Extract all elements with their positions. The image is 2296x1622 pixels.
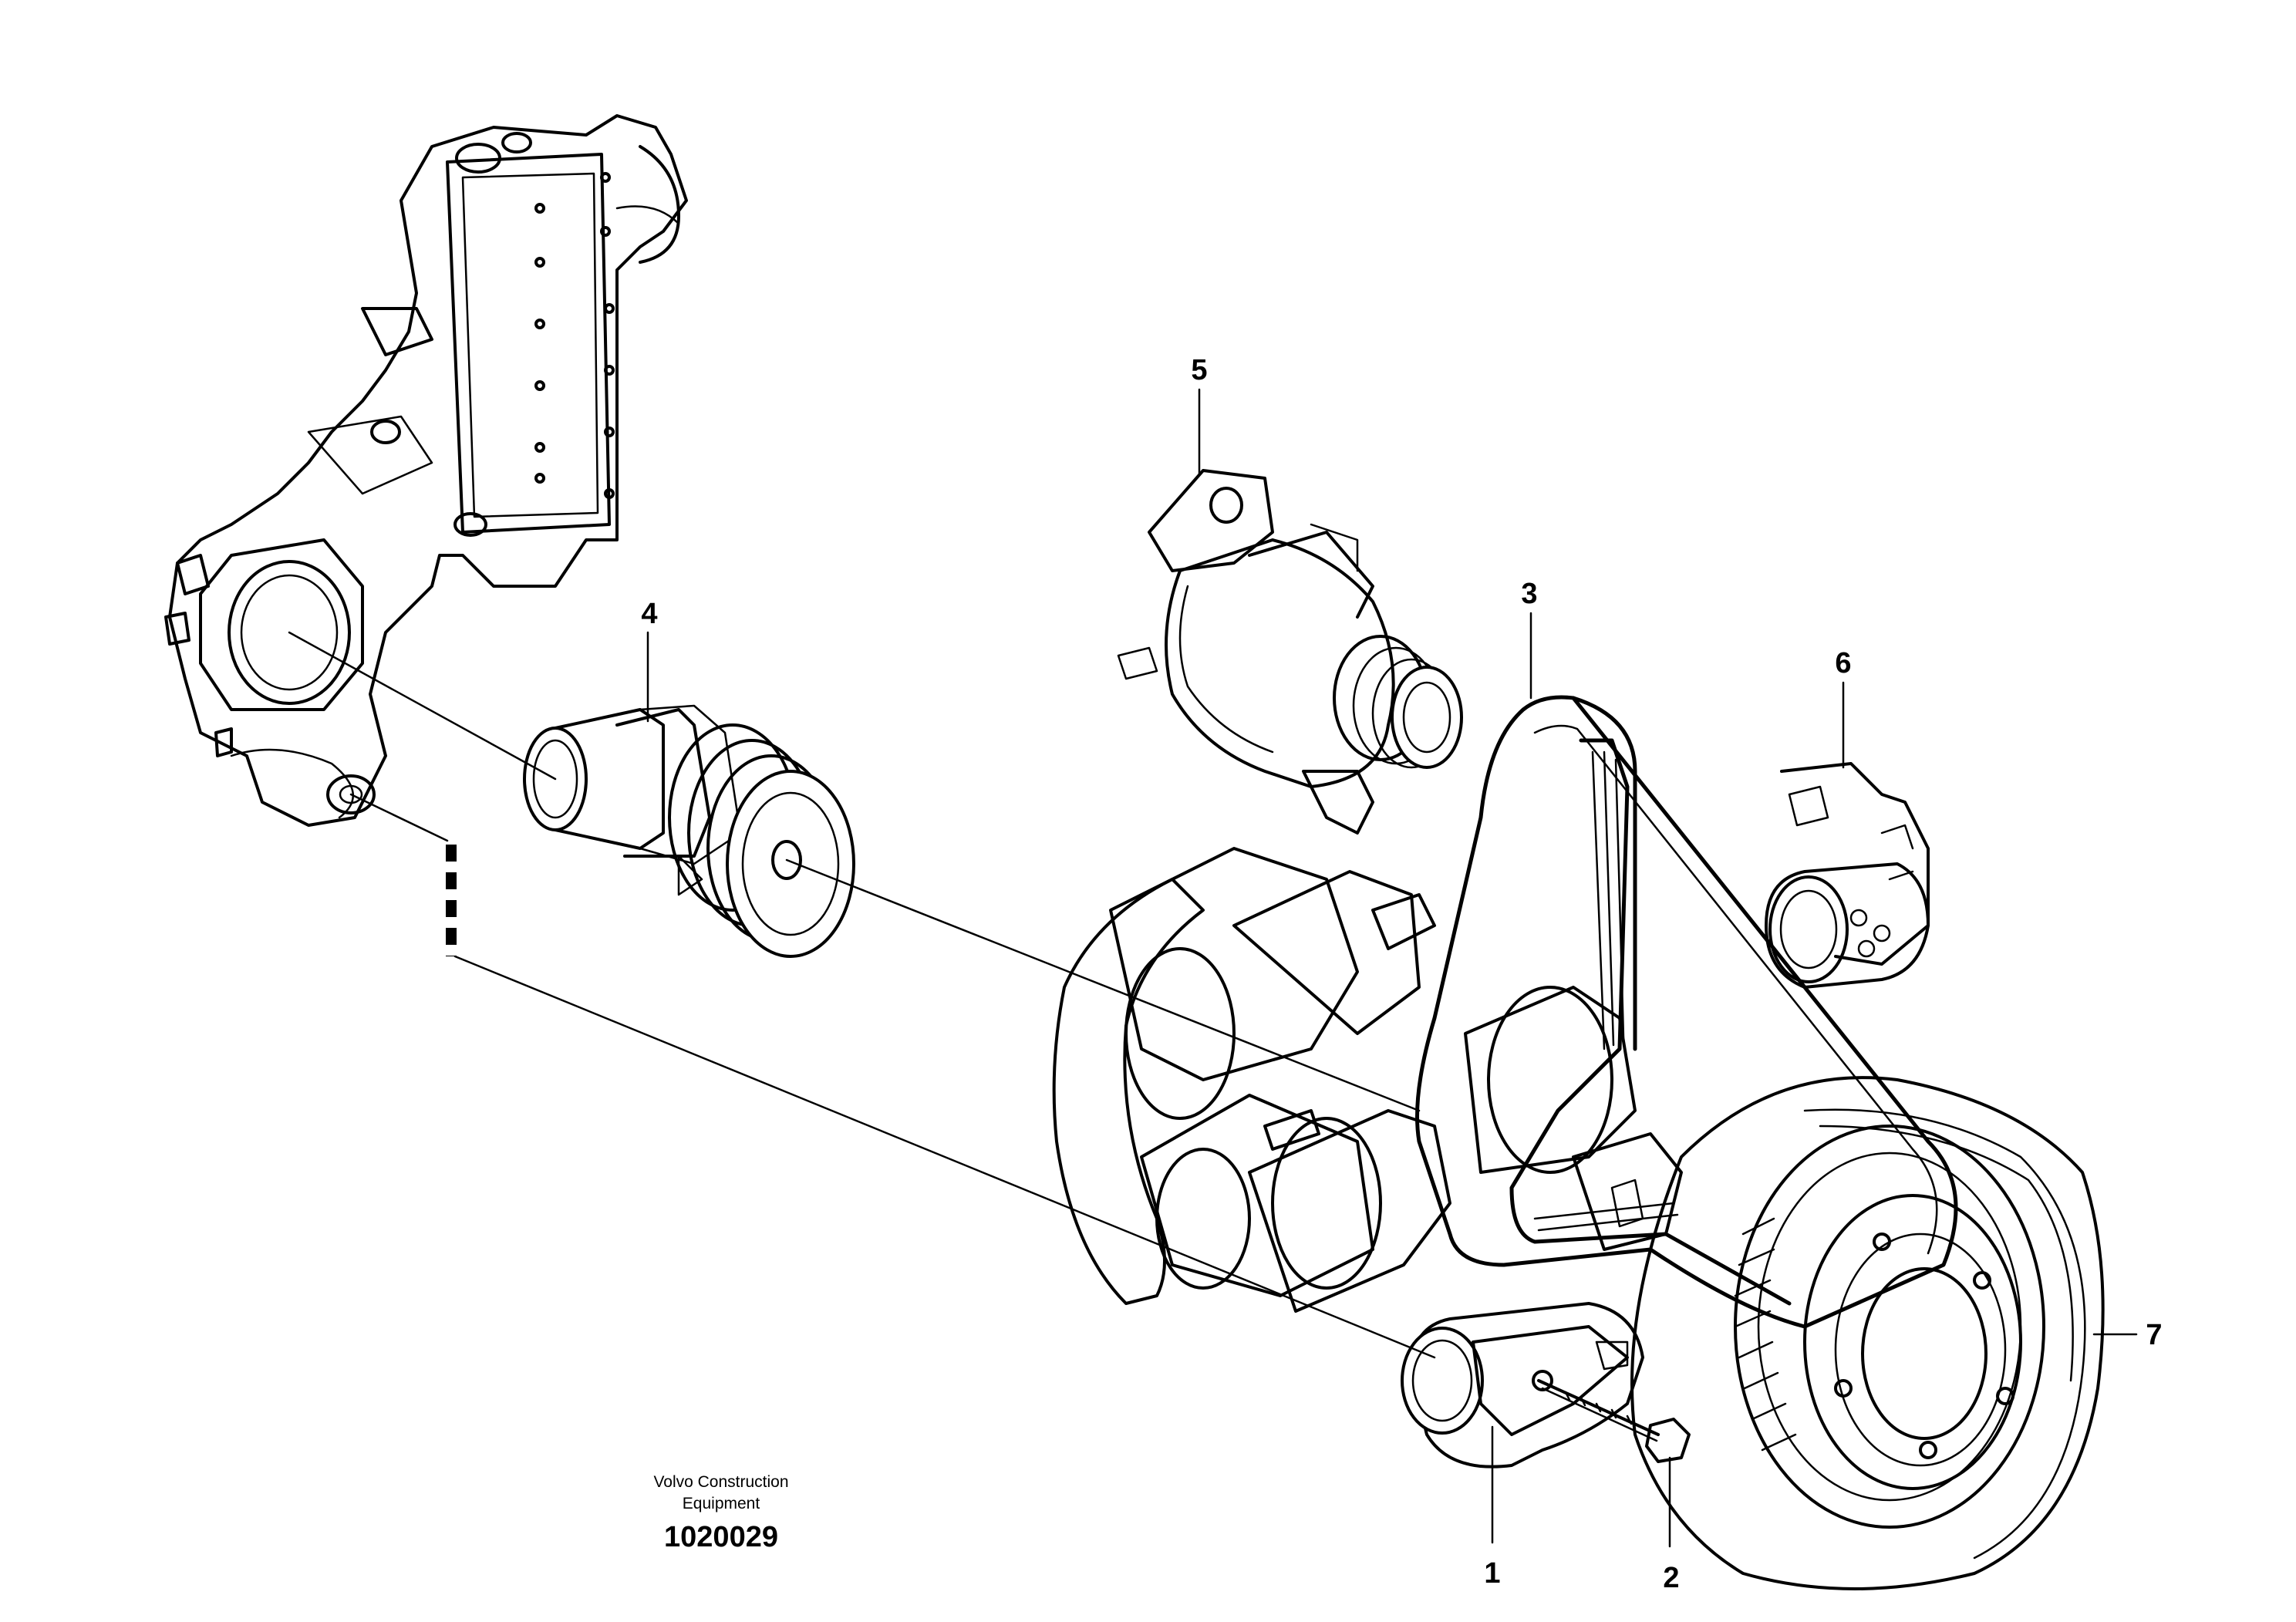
drawing-reference-number: 1020029 [664, 1521, 778, 1553]
crankshaft-pulley [1630, 1076, 2105, 1590]
callout-7: 7 [2146, 1319, 2162, 1351]
drive-belt [1415, 695, 1958, 1329]
tensioner-bolt [1537, 1379, 1691, 1463]
water-pump [523, 704, 855, 958]
callout-2: 2 [1663, 1562, 1679, 1594]
idler-pulley-bracket [1765, 762, 1930, 989]
caption-company-line-1: Volvo Construction [653, 1473, 788, 1491]
callout-5: 5 [1191, 354, 1207, 386]
callout-1: 1 [1484, 1557, 1500, 1590]
caption-company-line-2: Equipment [683, 1495, 760, 1512]
timing-gear-housing [164, 114, 688, 827]
alignment-lines [288, 631, 1436, 1359]
belt-tensioner [1401, 1302, 1644, 1469]
callout-3: 3 [1521, 578, 1537, 610]
callout-4: 4 [641, 598, 657, 630]
alternator [1117, 469, 1463, 835]
leader-lines [646, 388, 2138, 1548]
callout-6: 6 [1835, 647, 1851, 679]
